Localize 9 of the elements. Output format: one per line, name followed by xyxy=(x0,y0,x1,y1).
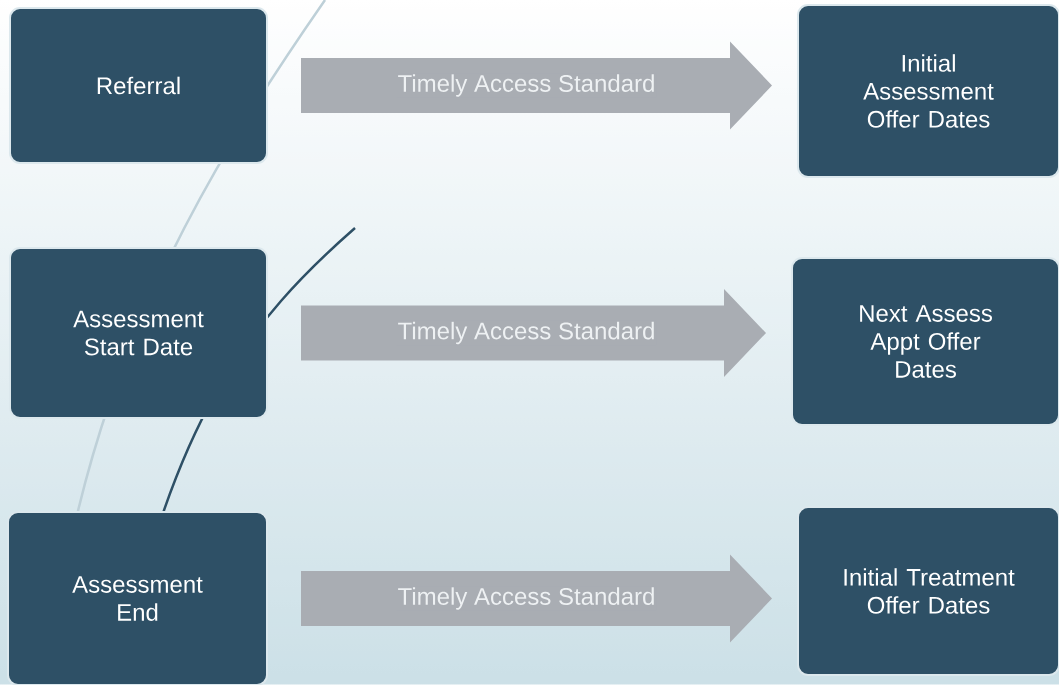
process-box: Assessment Start Date xyxy=(9,247,268,419)
process-box: Assessment End xyxy=(7,511,268,685)
process-box: Next Assess Appt Offer Dates xyxy=(791,257,1059,426)
process-box: Referral xyxy=(9,7,268,164)
process-box: Initial Assessment Offer Dates xyxy=(797,4,1059,178)
edge-label: Timely Access Standard xyxy=(396,320,657,346)
edge-label: Timely Access Standard xyxy=(396,73,657,98)
process-box: Initial Treatment Offer Dates xyxy=(797,506,1059,676)
edge-label: Timely Access Standard xyxy=(396,586,657,611)
